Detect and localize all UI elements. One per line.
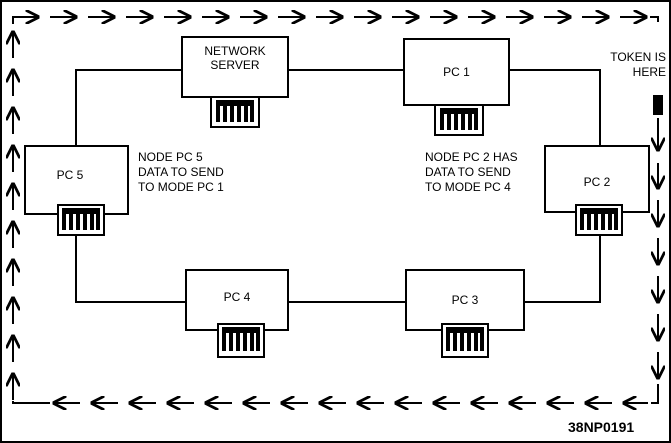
network-server-label: NETWORK SERVER (204, 44, 266, 72)
pc2-connector-icon (580, 208, 618, 230)
pc3-label: PC 3 (451, 293, 479, 307)
pc1-label: PC 1 (443, 65, 470, 79)
pc5-node (24, 145, 129, 236)
pc5-connector-icon (62, 208, 100, 230)
pc4-label: PC 4 (223, 290, 251, 304)
figure-id: 38NP0191 (568, 419, 635, 435)
pc4-connector-icon (222, 327, 260, 351)
network-server-node (181, 36, 289, 128)
pc3-connector-icon (446, 327, 484, 351)
pc1-connector-icon (440, 108, 478, 130)
pc5-label: PC 5 (56, 168, 84, 182)
token-flow-corners (12, 16, 659, 404)
pc2-data-note: NODE PC 2 HAS DATA TO SEND TO MODE PC 4 (425, 150, 518, 194)
pc2-label: PC 2 (583, 175, 611, 189)
pc1-node (403, 38, 510, 136)
pc5-data-note: NODE PC 5 DATA TO SEND TO MODE PC 1 (138, 150, 224, 194)
pc4-node (185, 269, 289, 358)
network-server-connector-icon (216, 100, 254, 122)
pc3-node (405, 269, 525, 358)
ring-cable (75, 69, 601, 303)
pc2-node (544, 145, 650, 236)
token-flow-arrows (13, 17, 658, 403)
token-marker (653, 95, 663, 115)
token-location-note: TOKEN IS HERE (610, 50, 666, 79)
